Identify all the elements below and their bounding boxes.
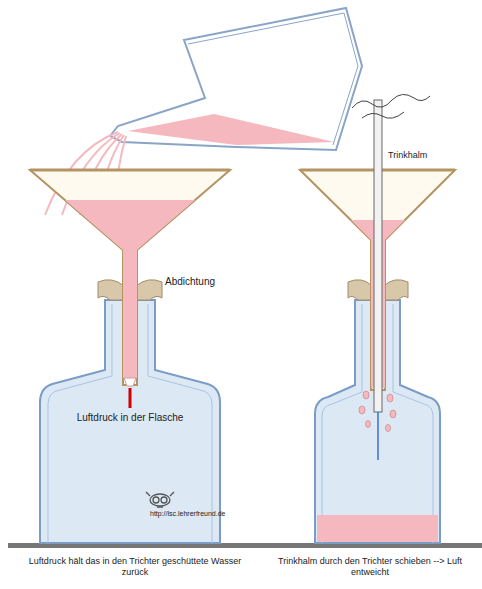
water-drops [359,391,396,432]
part-label: Trinkhalm [388,150,448,161]
escaping-air [352,94,430,118]
part-label: Abdichtung [165,276,235,288]
watermark: http://lsc.lehrerfreund.de [150,510,270,518]
air-pressure-line [129,388,132,408]
straw [374,100,382,460]
pitcher [110,8,362,150]
watermark-icon [146,492,174,507]
caption-text: Luftdruck hält das in den Trichter gesch… [20,556,250,578]
part-label: Luftdruck in der Flasche [75,412,185,424]
caption-text: Trinkhalm durch den Trichter schieben --… [265,556,475,578]
